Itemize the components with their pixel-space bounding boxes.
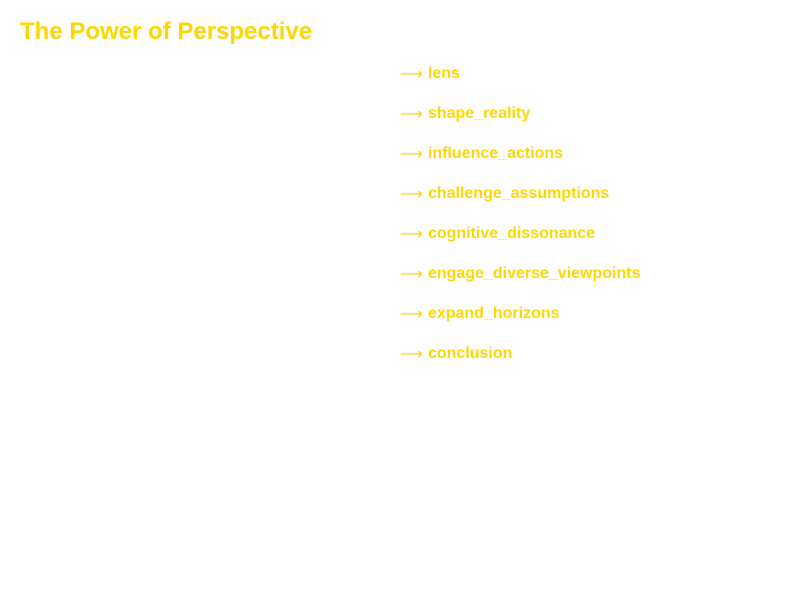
topic-link-label: challenge_assumptions [427,185,610,202]
right-arrow-icon: ⟶ [400,264,423,283]
right-arrow-icon: ⟶ [400,224,423,243]
right-arrow-icon: ⟶ [400,144,423,163]
topic-link-label: expand_horizons [427,305,560,322]
topic-link-list: ⟶ lens ⟶ shape_reality ⟶ influence_actio… [400,64,640,384]
right-arrow-icon: ⟶ [400,344,423,363]
topic-link-label: cognitive_dissonance [427,225,596,242]
topic-link-lens[interactable]: ⟶ lens [400,64,640,104]
topic-link-label: engage_diverse_viewpoints [427,265,641,282]
topic-link-conclusion[interactable]: ⟶ conclusion [400,344,640,384]
right-arrow-icon: ⟶ [400,184,423,203]
topic-link-influence-actions[interactable]: ⟶ influence_actions [400,144,640,184]
page-title: The Power of Perspective [20,18,313,45]
topic-link-challenge-assumptions[interactable]: ⟶ challenge_assumptions [400,184,640,224]
topic-link-label: lens [427,65,460,82]
topic-link-label: influence_actions [427,145,564,162]
topic-link-label: shape_reality [427,105,531,122]
topic-link-label: conclusion [427,345,513,362]
right-arrow-icon: ⟶ [400,304,423,323]
right-arrow-icon: ⟶ [400,104,423,123]
topic-link-expand-horizons[interactable]: ⟶ expand_horizons [400,304,640,344]
topic-link-cognitive-dissonance[interactable]: ⟶ cognitive_dissonance [400,224,640,264]
topic-link-shape-reality[interactable]: ⟶ shape_reality [400,104,640,144]
right-arrow-icon: ⟶ [400,64,423,83]
topic-link-engage-diverse-viewpoints[interactable]: ⟶ engage_diverse_viewpoints [400,264,640,304]
